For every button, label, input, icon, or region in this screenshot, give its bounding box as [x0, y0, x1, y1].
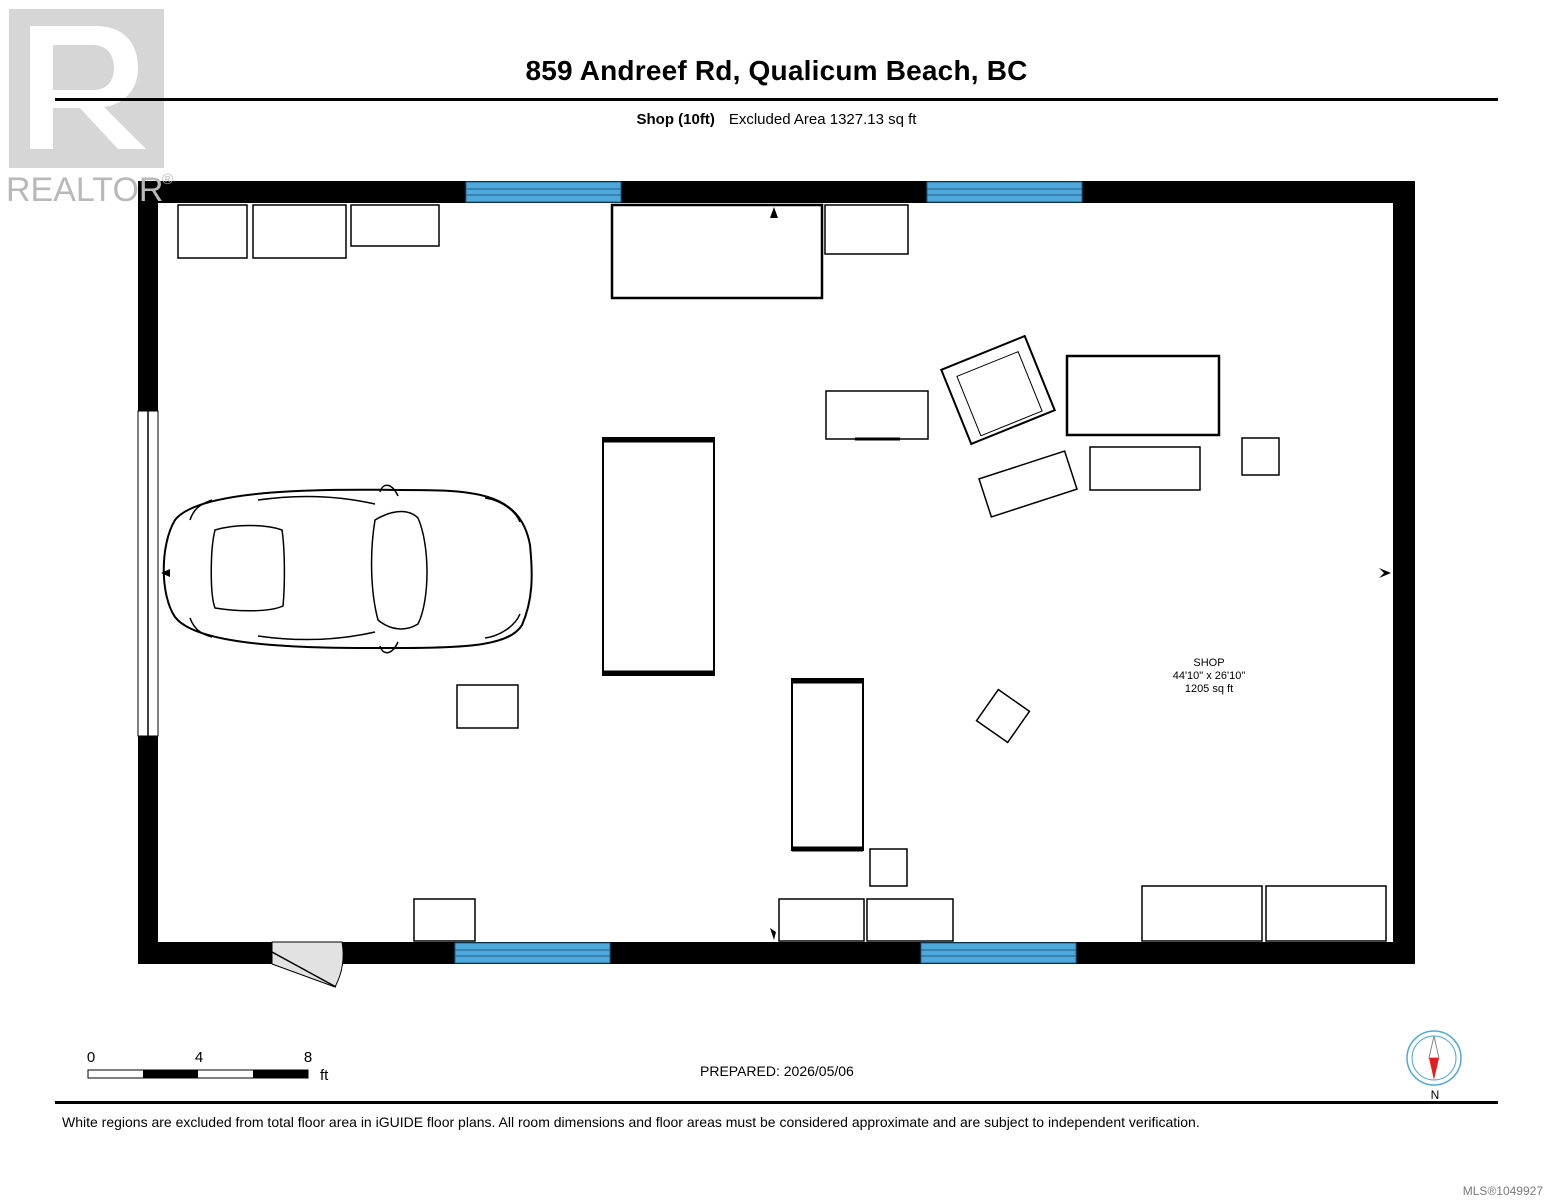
scale-tick-label: 8: [304, 1049, 312, 1066]
scale-tick-label: 0: [87, 1049, 95, 1066]
shelf: [778, 898, 865, 942]
cabinet: [252, 204, 347, 259]
footer-rule: [55, 1101, 1498, 1104]
entry-door: [271, 941, 344, 988]
stool: [975, 688, 1031, 744]
shelf: [1141, 885, 1263, 942]
page-title: 859 Andreef Rd, Qualicum Beach, BC: [525, 55, 1028, 86]
prepared-date: PREPARED: 2026/05/06: [700, 1063, 854, 1079]
realtor-wordmark: REALTOR: [6, 171, 163, 209]
mls-number: MLS®1049927: [1462, 1184, 1543, 1198]
north-arrow-icon: [1406, 1030, 1462, 1086]
ottoman: [1089, 446, 1201, 491]
stool: [869, 848, 908, 887]
side-table: [1241, 437, 1280, 476]
realtor-logo: REALTOR ®: [6, 9, 173, 209]
room-dimensions: 44'10" x 26'10": [1173, 670, 1246, 682]
room-label: SHOP 44'10" x 26'10" 1205 sq ft: [1173, 657, 1246, 695]
window-top-left: [465, 181, 622, 203]
armchair: [939, 334, 1057, 446]
shelf: [413, 898, 476, 942]
bench-table: [791, 678, 864, 851]
shelf: [1265, 885, 1387, 942]
wall-top: [138, 181, 1415, 203]
wall-markers: [161, 207, 1391, 940]
tv-stand: [825, 390, 929, 440]
shelf: [824, 204, 909, 255]
cabinet: [177, 204, 248, 259]
shelf: [350, 204, 440, 247]
windows: [454, 181, 1083, 964]
excluded-area: Excluded Area 1327.13 sq ft: [728, 111, 917, 128]
room-area: 1205 sq ft: [1185, 683, 1233, 695]
realtor-r-logo-icon: [9, 9, 164, 168]
disclaimer: White regions are excluded from total fl…: [62, 1114, 1200, 1130]
north-label: N: [1431, 1088, 1440, 1102]
compass: N: [1406, 1030, 1462, 1102]
long-table: [602, 437, 715, 676]
level-name: Shop (10ft): [636, 111, 715, 128]
scale-bar: 0 4 8 ft: [87, 1049, 329, 1084]
registered-mark: ®: [162, 171, 173, 188]
scale-unit: ft: [320, 1067, 329, 1084]
shelf: [866, 898, 954, 942]
window-bottom-right: [920, 942, 1077, 964]
wall-left-upper: [138, 181, 158, 411]
fixtures: [177, 203, 1387, 942]
window-bottom-left: [454, 942, 611, 964]
sofa: [1065, 354, 1221, 437]
workbench: [610, 203, 824, 300]
garage-door: [137, 410, 159, 737]
window-top-right: [926, 181, 1083, 203]
cabinet: [456, 684, 519, 729]
scale-tick-label: 4: [195, 1049, 203, 1066]
wall-right: [1393, 181, 1415, 964]
wall-left-lower: [138, 736, 158, 964]
coffee-table: [978, 450, 1078, 518]
room-name: SHOP: [1193, 657, 1224, 669]
level-info: Shop (10ft) Excluded Area 1327.13 sq ft: [0, 111, 1553, 128]
title-rule: [55, 98, 1498, 101]
car: [162, 484, 533, 654]
